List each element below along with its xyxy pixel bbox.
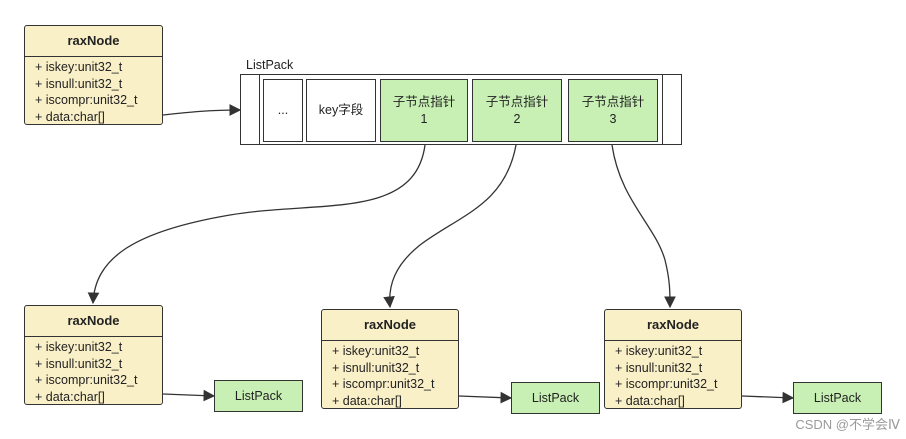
arrow-child3-to-listpack [741,391,795,404]
field-iscompr: + iscompr:unit32_t [35,373,138,387]
listpack-label: ListPack [246,58,294,72]
leaf-listpack-3: ListPack [793,382,882,414]
raxnode-child-2: raxNode + iskey:unit32_t + isnull:unit32… [321,309,459,409]
raxnode-title: raxNode [605,310,741,341]
field-isnull: + isnull:unit32_t [35,76,123,91]
arrow-pointer2-to-child2 [383,144,517,309]
leaf-listpack-label: ListPack [234,389,283,403]
pointer-2-text: 子节点指针 [485,94,549,109]
leaf-listpack-label: ListPack [531,391,580,405]
raxnode-child-1: raxNode + iskey:unit32_t + isnull:unit32… [24,305,163,405]
field-isnull: + isnull:unit32_t [332,360,420,375]
raxnode-fields: + iskey:unit32_t + isnull:unit32_t + isc… [322,341,458,409]
raxnode-title: raxNode [25,26,162,57]
field-data: + data:char[] [35,389,105,404]
arrow-pointer3-to-child3 [611,144,676,309]
raxnode-fields: + iskey:unit32_t + isnull:unit32_t + isc… [25,337,162,405]
field-data: + data:char[] [615,393,685,408]
pointer-2-index: 2 [513,111,521,126]
leaf-listpack-2: ListPack [511,382,600,414]
leaf-listpack-label: ListPack [813,391,862,405]
raxnode-fields: + iskey:unit32_t + isnull:unit32_t + isc… [25,57,162,125]
listpack-cell-pointer-1: 子节点指针 1 [380,79,468,142]
arrow-child2-to-listpack [458,391,513,404]
arrow-child1-to-listpack [162,389,216,402]
arrow-pointer1-to-child1 [87,144,426,305]
pointer-1-index: 1 [420,111,428,126]
field-data: + data:char[] [332,393,402,408]
pointer-1-text: 子节点指针 [392,94,456,109]
field-iskey: + iskey:unit32_t [35,340,123,354]
raxnode-title: raxNode [322,310,458,341]
pointer-3-index: 3 [609,111,617,126]
field-data: + data:char[] [35,109,105,124]
raxnode-root: raxNode + iskey:unit32_t + isnull:unit32… [24,25,163,125]
raxnode-title: raxNode [25,306,162,337]
watermark: CSDN @不学会Ⅳ [795,417,900,432]
key-field-text: key字段 [318,103,364,117]
leaf-listpack-1: ListPack [214,380,303,412]
field-iskey: + iskey:unit32_t [332,344,420,358]
listpack-cell-key: key字段 [306,79,376,142]
ellipsis-text: ... [277,103,289,117]
raxnode-fields: + iskey:unit32_t + isnull:unit32_t + isc… [605,341,741,409]
raxnode-child-3: raxNode + iskey:unit32_t + isnull:unit32… [604,309,742,409]
field-iskey: + iskey:unit32_t [615,344,703,358]
pointer-3-text: 子节点指针 [581,94,645,109]
listpack-cell-ellipsis: ... [263,79,303,142]
field-iskey: + iskey:unit32_t [35,60,123,74]
arrow-root-to-listpack [162,104,242,116]
listpack-head-divider [259,74,261,145]
field-isnull: + isnull:unit32_t [35,356,123,371]
listpack-cell-pointer-2: 子节点指针 2 [472,79,562,142]
field-isnull: + isnull:unit32_t [615,360,703,375]
listpack-cell-pointer-3: 子节点指针 3 [568,79,658,142]
field-iscompr: + iscompr:unit32_t [332,377,435,391]
field-iscompr: + iscompr:unit32_t [615,377,718,391]
field-iscompr: + iscompr:unit32_t [35,93,138,107]
listpack-tail-divider [662,74,664,145]
